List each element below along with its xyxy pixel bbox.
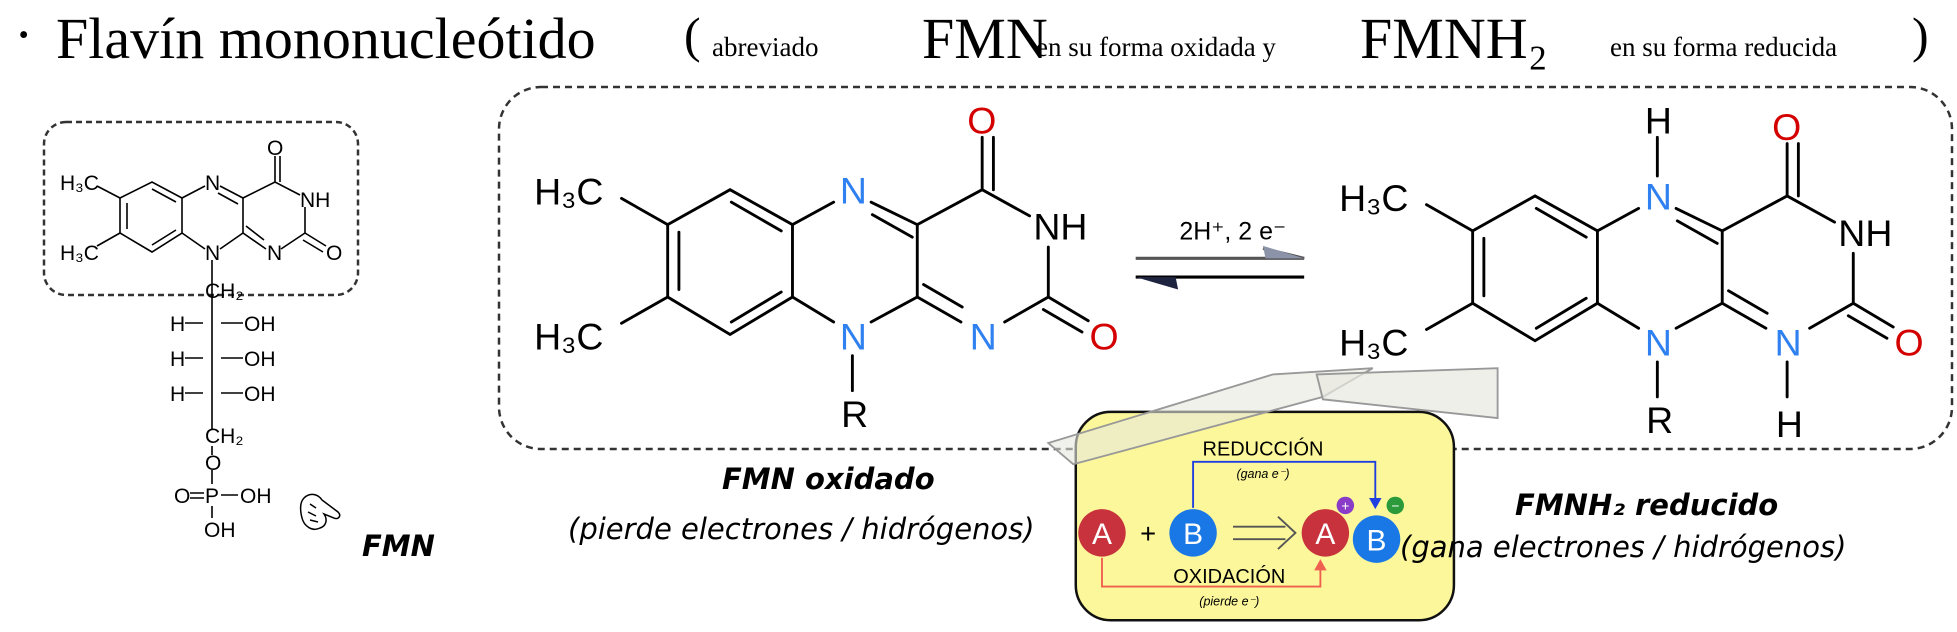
positive-charge-badge [1336, 496, 1355, 515]
oxidized-caption-sub: (pierde electrones / hidrógenos) [568, 512, 1035, 546]
atom-h: H [170, 313, 185, 336]
atom-h: H [170, 348, 185, 371]
reactant-a-circle [1078, 509, 1126, 557]
title-abbr-prefix: abreviado [712, 32, 819, 62]
title-reduced-text: en su forma reducida [1610, 32, 1838, 62]
hydroxyl-label: OH [204, 519, 236, 542]
atom-o: O [1090, 315, 1119, 357]
atom-h: H [170, 383, 185, 406]
reduction-sublabel: (gana e⁻) [1236, 467, 1289, 481]
pointing-hand-icon [299, 493, 341, 530]
product-a-label: A [1315, 518, 1335, 551]
atom-h: H [1776, 403, 1803, 445]
reactant-b-label: B [1183, 518, 1203, 551]
hydroxyl-label: OH [244, 348, 276, 371]
title-fmnh2: FMNH₂ [1360, 6, 1548, 71]
atom-o: O [1894, 322, 1923, 364]
atom-o: O [267, 137, 283, 160]
fmn-oxidized-structure: H₃C H₃C N N N NH O O R [534, 100, 1118, 435]
atom-n: N [267, 242, 282, 265]
title-oxidized-text: en su forma oxidada y [1036, 32, 1276, 62]
fmnh2-reduced-structure: H₃C H₃C N N N NH O O R H H [1339, 100, 1923, 445]
oxidation-sublabel: (pierde e⁻) [1199, 594, 1259, 608]
reduced-caption-sub: (gana electrones / hidrógenos) [1400, 530, 1847, 564]
atom-n: N [970, 315, 997, 357]
ch2-label: CH₂ [205, 280, 243, 303]
title-close-paren: ) [1912, 7, 1929, 63]
atom-n: N [205, 242, 220, 265]
atom-nh: NH [300, 189, 330, 212]
oxidation-label: OXIDACIÓN [1173, 565, 1285, 588]
atom-o: O [205, 452, 221, 475]
atom-n: N [205, 172, 220, 195]
methyl-label: H₃C [60, 242, 99, 265]
hydroxyl-label: OH [244, 383, 276, 406]
redox-illustration: REDUCCIÓN (gana e⁻) A + B A + B − OXIDAC… [1046, 367, 1499, 622]
reactant-a-label: A [1092, 518, 1112, 551]
fmn-label: FMN [362, 529, 435, 563]
positive-charge-label: + [1341, 498, 1349, 513]
isoalloxazine-highlight-box [42, 120, 360, 297]
methyl-label: H₃C [534, 315, 603, 357]
hydroxyl-label: OH [240, 485, 272, 508]
atom-p: P [205, 485, 219, 508]
title-open-paren: ( [684, 7, 701, 63]
atom-n: N [1645, 176, 1672, 218]
methyl-label: H₃C [1339, 177, 1408, 219]
atom-nh: NH [1838, 212, 1892, 254]
reactant-b-circle [1169, 509, 1217, 557]
ch2-label: CH₂ [205, 425, 243, 448]
atom-o: O [326, 242, 342, 265]
reaction-reagents: 2H⁺, 2 e⁻ [1179, 218, 1286, 246]
atom-h: H [1645, 100, 1672, 142]
reduction-label: REDUCCIÓN [1203, 438, 1324, 461]
atom-o: O [1772, 106, 1801, 148]
tape-strip [1315, 367, 1499, 420]
atom-n: N [840, 315, 867, 357]
negative-charge-badge [1386, 496, 1404, 515]
atom-n: N [1645, 322, 1672, 364]
r-group: R [1646, 399, 1673, 441]
atom-n: N [1775, 322, 1802, 364]
reduced-caption-title: FMNH₂ reducido [1515, 488, 1779, 522]
reaction-arrow-icon [1233, 515, 1297, 550]
hydroxyl-label: OH [244, 313, 276, 336]
methyl-label: H₃C [534, 171, 603, 213]
methyl-label: H₃C [1339, 322, 1408, 364]
equilibrium-arrows: 2H⁺, 2 e⁻ [1135, 218, 1305, 290]
product-a-circle [1301, 509, 1350, 557]
atom-o: O [967, 100, 996, 142]
title-fmn: FMN [922, 6, 1048, 71]
atom-o: O [174, 485, 190, 508]
atom-nh: NH [1033, 206, 1087, 248]
bullet: · [14, 2, 34, 67]
negative-charge-label: − [1391, 498, 1399, 513]
oxidized-caption-title: FMN oxidado [722, 462, 935, 496]
r-group: R [841, 393, 868, 435]
product-b-label: B [1367, 524, 1387, 557]
plus-sign: + [1140, 518, 1156, 549]
product-b-circle [1352, 515, 1401, 563]
methyl-label: H₃C [60, 172, 99, 195]
atom-n: N [840, 169, 867, 211]
title-main: Flavín mononucleótido [56, 6, 596, 71]
fmn-full-structure: H₃C H₃C N N N NH O O CH₂ H OH H OH H OH … [42, 120, 435, 563]
